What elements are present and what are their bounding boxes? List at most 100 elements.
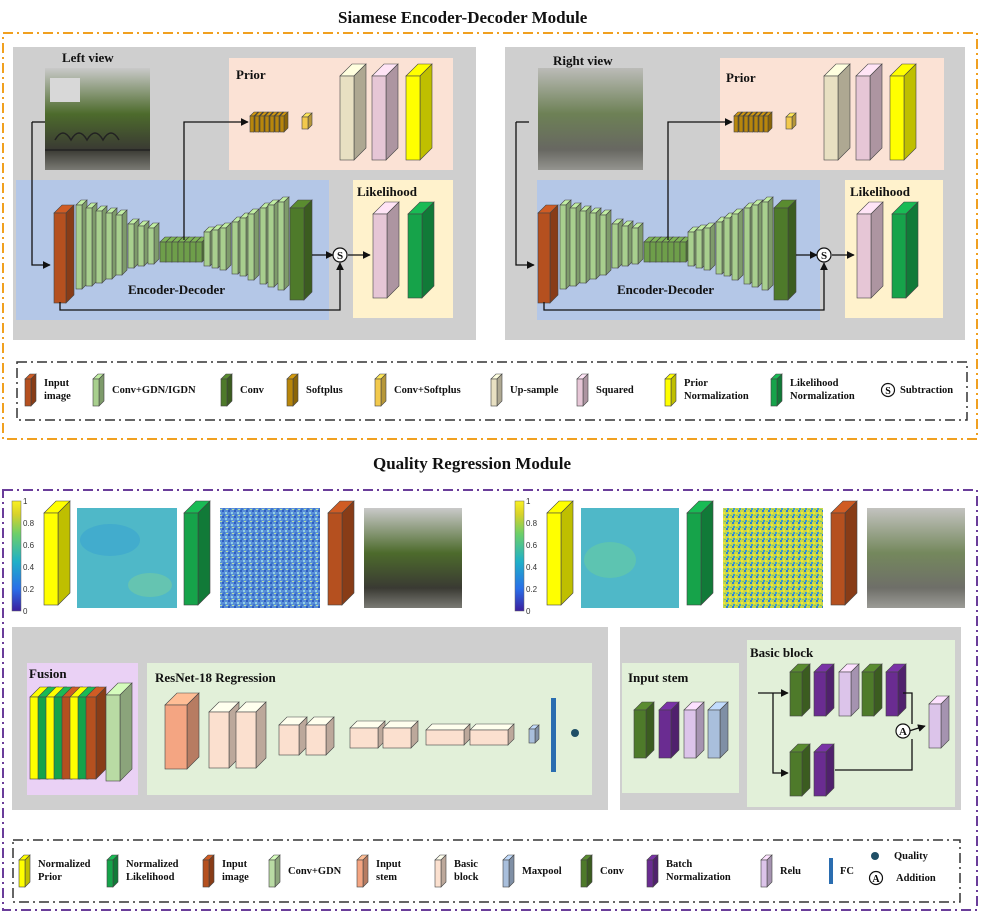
normalized-prior-right-block (546, 500, 574, 606)
legend-label: Input image (222, 859, 249, 883)
bb-relu-block (838, 663, 860, 717)
normalized-likelihood-map-right (723, 508, 823, 608)
bb-short-conv-block (789, 743, 811, 797)
layer-swatch-icon (770, 373, 783, 407)
legend-item: Conv (218, 368, 264, 412)
input-image-left-block (327, 500, 355, 606)
legend-label: Conv (600, 865, 624, 877)
conv-gdn-block (105, 207, 118, 280)
right-likelihood-label: Likelihood (850, 184, 910, 199)
conv-igdn-block (761, 196, 774, 291)
colorbar-tick-label: 0.8 (23, 519, 35, 528)
legend-label: Batch Normalization (666, 859, 731, 883)
basic-block-cuboid (349, 720, 386, 749)
legend-item: Conv+GDN/IGDN (90, 368, 196, 412)
normalized-likelihood-right-block (686, 500, 714, 606)
layer-swatch-icon (580, 854, 593, 888)
legend-label: Conv+GDN/IGDN (112, 384, 196, 396)
conv-softplus-block (301, 112, 313, 130)
layer-swatch-icon (356, 854, 369, 888)
conv-igdn-block (751, 199, 764, 288)
layer-swatch-icon (576, 373, 589, 407)
conv-gdn-block (85, 202, 98, 287)
legend-label: Conv+Softplus (394, 384, 461, 396)
bb-short-bn-block (813, 743, 835, 797)
fusion-label: Fusion (29, 666, 67, 681)
legend-label: Basic block (454, 859, 479, 883)
legend-label: Relu (780, 865, 801, 877)
legend-item: FC (826, 849, 854, 893)
right-view-photo (538, 68, 643, 170)
colorbar-tick-label: 0.4 (23, 563, 35, 572)
legend-item: Batch Normalization (644, 849, 731, 893)
addition-icon: A (868, 870, 884, 886)
bb-arrow (903, 692, 913, 724)
input-arrow (515, 122, 535, 269)
conv-igdn-block (267, 199, 280, 288)
bottom-module-border (2, 489, 978, 911)
legend-bottom-box (12, 839, 961, 903)
right-input-photo (867, 508, 965, 608)
legend-bottom: Normalized Prior Normalized Likelihood Inp… (16, 845, 958, 899)
normalized-prior-left-block (43, 500, 71, 606)
bb-conv-block (789, 663, 811, 717)
legend-label: Softplus (306, 384, 343, 396)
legend-label: Quality (894, 850, 928, 862)
legend-item: Quality (868, 845, 928, 867)
colorbar-tick-label: 1 (526, 497, 531, 506)
conv-igdn-block (731, 208, 744, 281)
colorbar-tick-label: 0.6 (23, 541, 35, 550)
colorbar-tick-label: 0.8 (526, 519, 538, 528)
conv-softplus-block (785, 112, 797, 130)
legend-item: Conv+Softplus (372, 368, 461, 412)
bb-arrow (835, 739, 913, 771)
legend-label: Likelihood Normalization (790, 378, 855, 402)
skip-arrow (59, 262, 344, 311)
basic-block-cuboid (425, 723, 471, 746)
legend-item: Conv+GDN (266, 849, 341, 893)
legend-top: Input image Conv+GDN/IGDN Conv Softplus Conv… (22, 366, 964, 418)
colorbar-tick-label: 0 (23, 607, 28, 616)
input-stem-label: Input stem (628, 670, 689, 685)
layer-swatch-icon (202, 854, 215, 888)
legend-label: Normalized Prior (38, 859, 91, 883)
basic-block-cuboid (235, 701, 267, 769)
legend-item: Maxpool (500, 849, 562, 893)
fusion-conv-block (105, 682, 133, 782)
fc-layer (551, 698, 556, 772)
conv-output-block (289, 199, 313, 301)
conv-gdn-block (599, 209, 612, 276)
stem-maxpool-block (707, 701, 729, 759)
bb-bn-block (885, 663, 907, 717)
svg-text:S: S (885, 386, 891, 397)
colorbar-tick-label: 1 (23, 497, 28, 506)
left-view-label: Left view (62, 50, 114, 65)
legend-item: Input image (22, 368, 71, 412)
squared-block (372, 201, 400, 299)
legend-label: Addition (896, 872, 936, 884)
layer-swatch-icon (646, 854, 659, 888)
input-image-right-block (830, 500, 858, 606)
quality-output-dot (571, 729, 579, 737)
normalized-likelihood-map-left (220, 508, 320, 608)
legend-item: Squared (574, 368, 634, 412)
basic-block-label: Basic block (750, 645, 814, 660)
conv-gdn-block (75, 199, 88, 290)
layer-swatch-icon (268, 854, 281, 888)
bb-arrow (908, 724, 926, 732)
conv-gdn-block (127, 218, 140, 269)
likelihood-normalization-block (407, 201, 435, 299)
prior-branch-arrow (667, 118, 733, 240)
fc-swatch-icon (829, 858, 833, 884)
conv-igdn-block (219, 222, 232, 271)
fusion-stack-block (85, 686, 107, 780)
layer-swatch-icon (374, 373, 387, 407)
layer-swatch-icon (18, 854, 31, 888)
layer-swatch-icon (92, 373, 105, 407)
legend-label: Normalized Likelihood (126, 859, 179, 883)
conv-igdn-block (277, 196, 290, 291)
legend-item: Basic block (432, 849, 479, 893)
basic-block-cuboid (305, 716, 335, 756)
